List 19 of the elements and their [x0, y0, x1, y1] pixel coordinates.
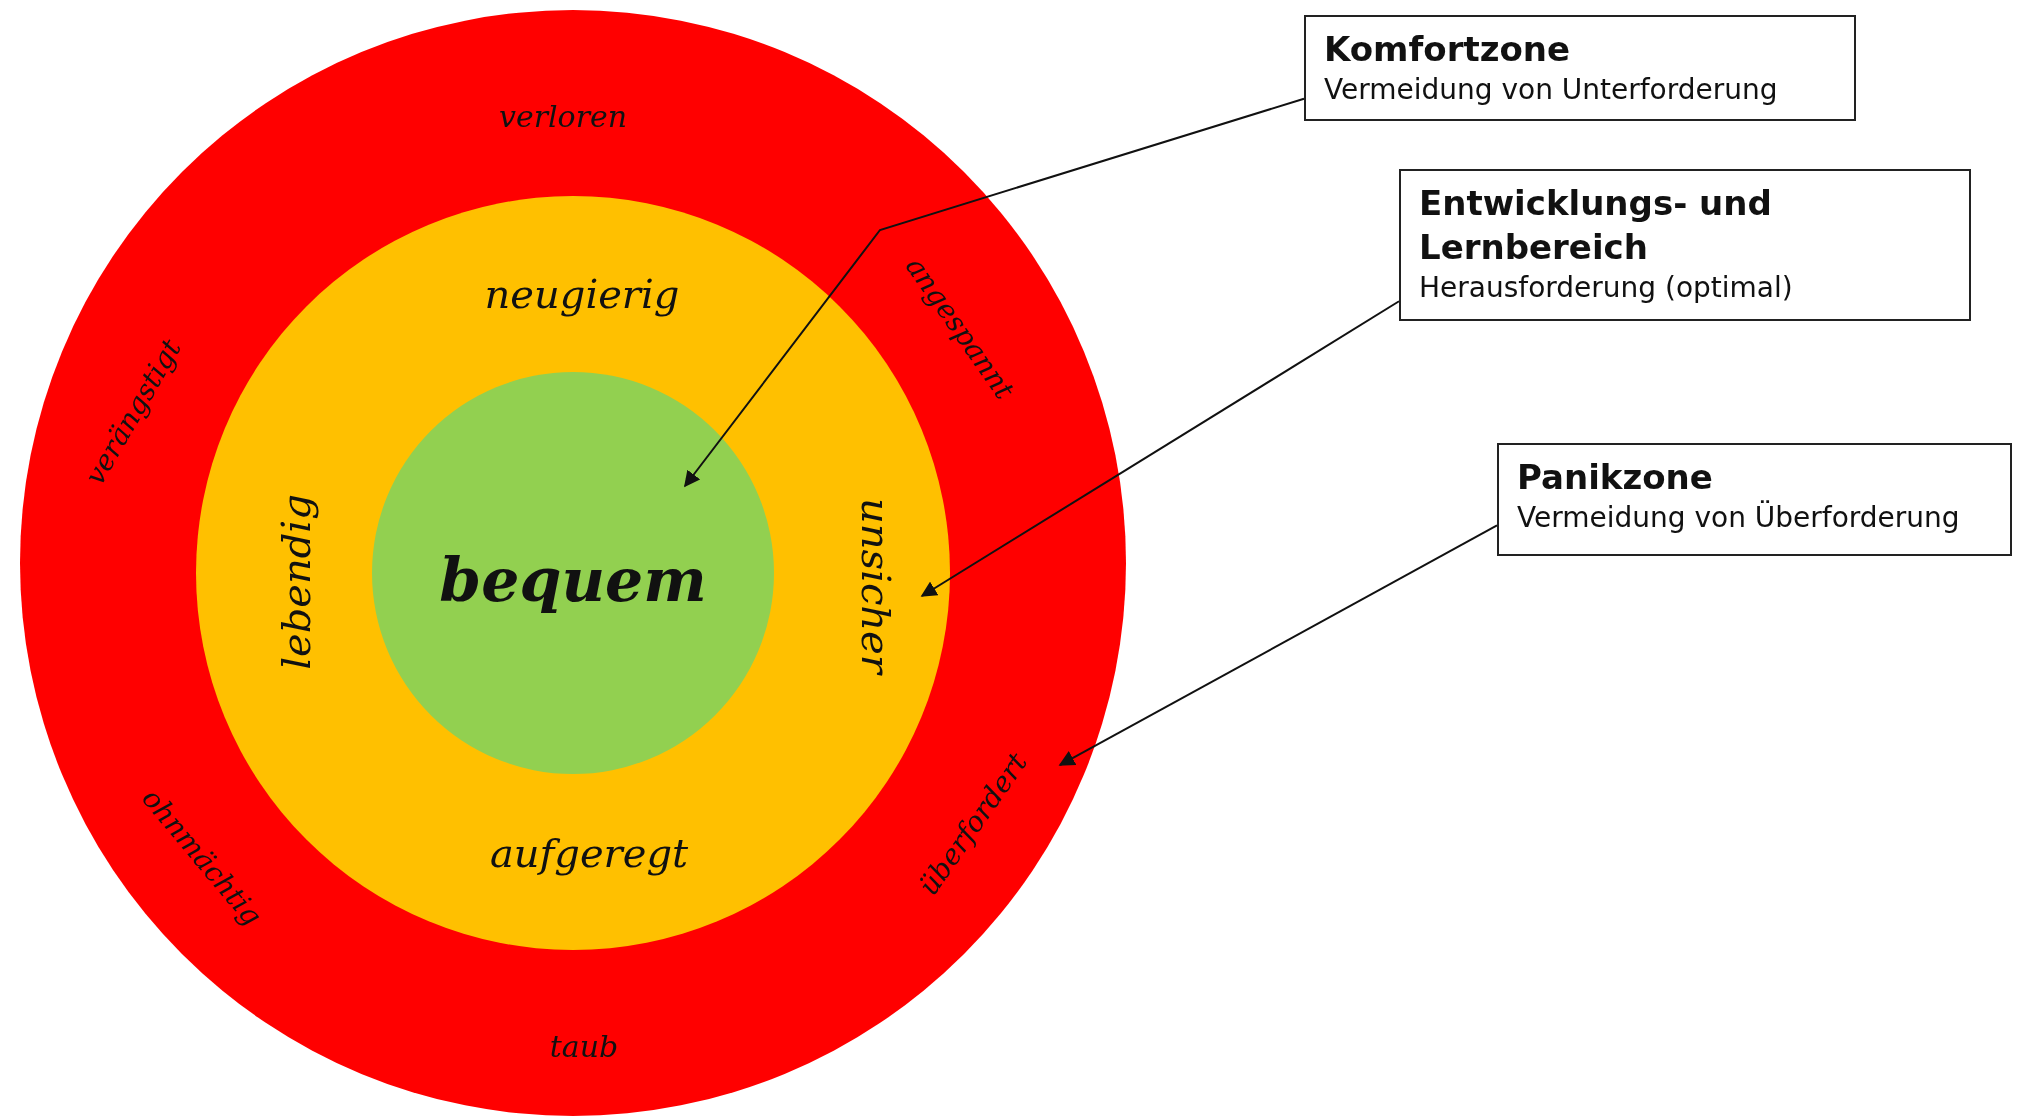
feeling-label: verloren: [498, 98, 628, 134]
callout-text: Vermeidung von Überforderung: [1517, 499, 1961, 536]
feeling-label: aufgeregt: [489, 830, 689, 876]
feeling-label: taub: [549, 1028, 619, 1064]
callout-box: [1399, 169, 1971, 321]
callout-title: Komfortzone: [1324, 28, 1572, 71]
callout-box: [1304, 15, 1856, 121]
callout-text: Herausforderung (optimal): [1419, 270, 1794, 306]
callout-title: Entwicklungs- und Lernbereich: [1419, 182, 1773, 269]
arrow: [1058, 524, 1498, 766]
feeling-label: lebendig: [273, 494, 319, 670]
callout-box: [1497, 443, 2012, 556]
arrow: [920, 300, 1400, 597]
feeling-label: unsicher: [853, 498, 899, 674]
arrow: [684, 97, 1305, 488]
callout-text: Vermeidung von Unterforderung: [1324, 72, 1779, 108]
center-label: bequem: [439, 545, 707, 615]
feeling-label: neugierig: [484, 271, 680, 317]
callout-title: Panikzone: [1517, 456, 1714, 499]
